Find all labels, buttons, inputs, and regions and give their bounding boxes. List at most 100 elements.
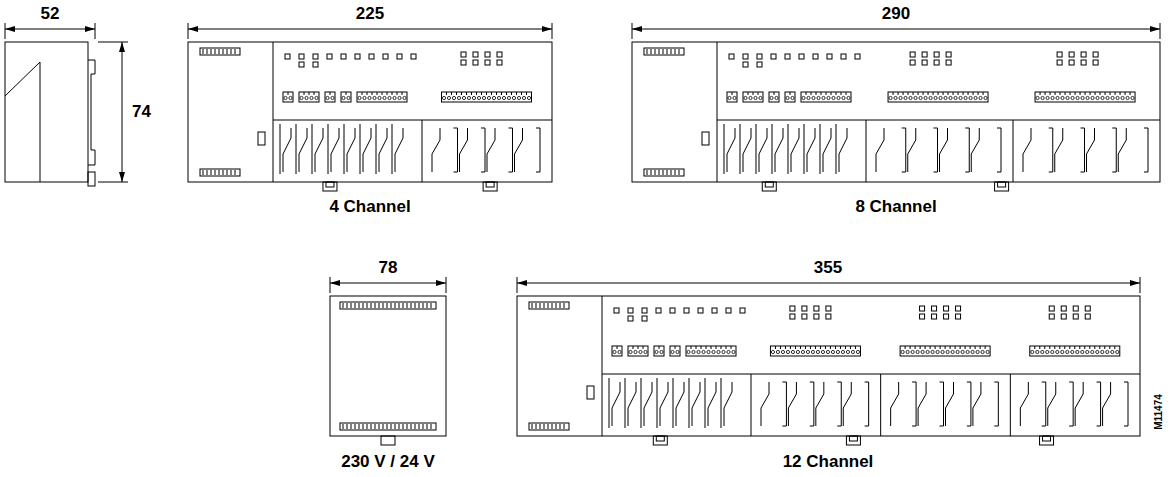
terminal-divider — [1104, 346, 1105, 349]
relay-contact — [625, 378, 626, 428]
vent-slot — [343, 424, 344, 429]
terminal-divider — [716, 346, 717, 349]
terminal-divider — [362, 92, 363, 95]
terminal-block — [686, 346, 736, 356]
terminal-divider — [1049, 346, 1050, 349]
relay-contact — [432, 128, 440, 172]
vent-slot — [355, 424, 356, 429]
vent-slot — [427, 424, 428, 429]
vent-slot — [411, 424, 412, 429]
terminal-screw — [492, 96, 495, 99]
led-indicator — [485, 60, 490, 65]
terminal-divider — [930, 346, 931, 349]
led-indicator — [1081, 52, 1086, 57]
terminal-divider — [795, 346, 796, 349]
terminal-screw — [300, 96, 303, 99]
terminal-screw — [916, 350, 919, 353]
vent-slot — [431, 424, 432, 429]
terminal-divider — [731, 346, 732, 349]
terminal-divider — [1074, 346, 1075, 349]
terminal-divider — [633, 346, 634, 349]
vent-slot — [375, 303, 376, 308]
terminal-screw — [702, 350, 705, 353]
terminal-divider — [491, 92, 492, 95]
vent-slot — [227, 49, 228, 54]
terminal-divider — [1100, 92, 1101, 95]
led-indicator — [497, 52, 502, 57]
led-indicator — [1093, 52, 1098, 57]
vent-slot — [351, 303, 352, 308]
vent-slot — [355, 303, 356, 308]
led-indicator — [397, 54, 402, 59]
terminal-bracket — [940, 382, 944, 426]
terminal-divider — [953, 92, 954, 95]
vent-slot — [423, 424, 424, 429]
caption-label: 4 Channel — [327, 197, 412, 217]
vent-slots — [340, 423, 436, 430]
terminal-divider — [721, 346, 722, 349]
terminal-screw — [791, 96, 794, 99]
vent-slot — [552, 303, 553, 308]
terminal-screw — [393, 96, 396, 99]
led-indicator — [841, 54, 846, 59]
terminal-block — [1030, 346, 1120, 356]
relay-contact — [743, 128, 751, 172]
terminal-screw — [1096, 96, 1099, 99]
din-clip — [846, 436, 860, 445]
terminal-screw — [1111, 96, 1114, 99]
terminal-screw — [791, 350, 794, 353]
terminal-screw — [959, 96, 962, 99]
vent-slot — [215, 170, 216, 175]
led-indicator — [614, 308, 619, 313]
terminal-screw — [613, 350, 616, 353]
terminal-screw — [836, 350, 839, 353]
vent-slot — [544, 303, 545, 308]
extension-line — [446, 277, 447, 293]
terminal-divider — [943, 92, 944, 95]
relay-contact — [283, 128, 291, 172]
terminal-divider — [985, 346, 986, 349]
led-indicator — [1049, 306, 1054, 311]
terminal-divider — [1044, 346, 1045, 349]
relay-contact — [740, 124, 741, 174]
terminal-screw — [837, 96, 840, 99]
led-indicator — [299, 54, 304, 59]
led-indicator — [1073, 306, 1078, 311]
terminal-screw — [1091, 96, 1094, 99]
relay-contact — [788, 124, 789, 174]
side-housing — [5, 42, 88, 182]
group-divider — [751, 374, 752, 436]
din-clip-slot — [486, 182, 494, 187]
terminal-screw — [754, 96, 757, 99]
terminal-divider — [945, 346, 946, 349]
terminal-screw — [749, 96, 752, 99]
terminal-screw — [712, 350, 715, 353]
led-indicator — [473, 52, 478, 57]
terminal-screw — [894, 96, 897, 99]
relay-contact — [724, 382, 732, 426]
terminal-screw — [1051, 96, 1054, 99]
relay-contact — [816, 382, 824, 426]
terminal-divider — [1125, 92, 1126, 95]
terminal-divider — [314, 92, 315, 95]
vent-slot — [431, 303, 432, 308]
vent-slot — [399, 303, 400, 308]
terminal-divider — [711, 346, 712, 349]
relay-contact — [891, 382, 899, 426]
controller-housing — [517, 296, 1140, 436]
terminal-divider — [309, 92, 310, 95]
terminal-divider — [920, 346, 921, 349]
led-indicator — [369, 54, 374, 59]
vent-slot — [371, 303, 372, 308]
terminal-screw — [1031, 350, 1034, 353]
terminal-divider — [486, 92, 487, 95]
terminal-divider — [775, 346, 776, 349]
terminal-screw — [315, 96, 318, 99]
terminal-screw — [832, 96, 835, 99]
vent-slot — [552, 424, 553, 429]
arrow-head — [517, 280, 527, 286]
relay-contact — [376, 124, 377, 174]
terminal-divider — [1085, 92, 1086, 95]
terminal-screw — [856, 350, 859, 353]
